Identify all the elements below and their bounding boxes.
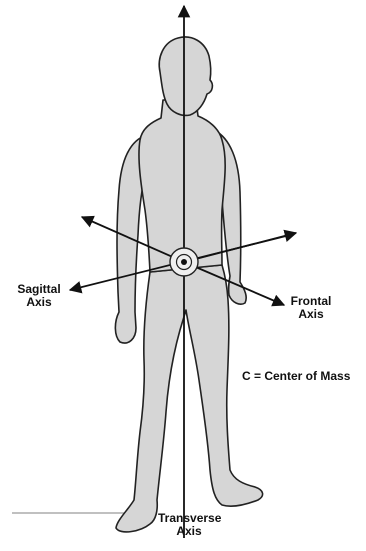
legs [116,265,263,532]
human-figure [115,37,262,532]
center-of-mass-legend: C = Center of Mass [242,370,350,383]
frontal-axis-label-line2: Axis [286,308,336,321]
center-of-mass-dot [181,259,187,265]
frontal-axis-label: Frontal Axis [286,295,336,321]
sagittal-axis-label-line2: Axis [14,296,64,309]
transverse-axis-label-line2: Axis [158,525,220,538]
transverse-axis-label: Transverse Axis [158,512,220,538]
torso [139,100,225,272]
head [159,37,212,115]
sagittal-axis-label: Sagittal Axis [14,283,64,309]
